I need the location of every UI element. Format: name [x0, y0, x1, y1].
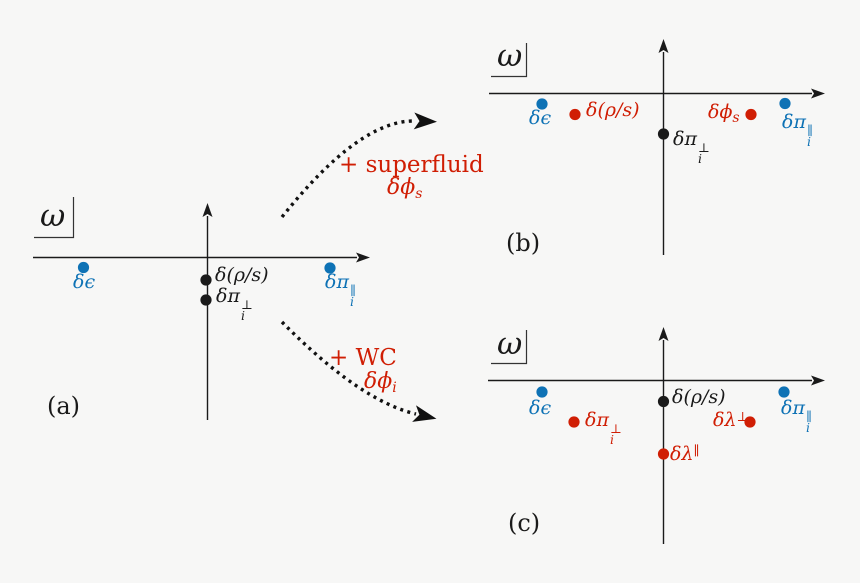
panel-tag-b: (b): [506, 229, 541, 257]
mode-label-a-pipar: δπ∥i: [325, 271, 356, 309]
superscript: ∥: [805, 409, 812, 424]
subscript: i: [240, 308, 245, 323]
mode-label-scripts: ∥i: [349, 283, 356, 309]
mode-label-text: δπ: [325, 271, 349, 293]
mode-label-a-eps: δϵ: [73, 273, 95, 292]
mode-label-text: δ(ρ/s): [215, 264, 269, 286]
mode-label-a-piperp: δπ⊥i: [216, 285, 253, 323]
superscript: ⊥: [609, 421, 622, 436]
mode-label-c-eps: δϵ: [529, 399, 551, 418]
mode-label-text: δπ: [781, 397, 805, 419]
subscript: i: [697, 151, 702, 166]
panel-tag-a: (a): [47, 392, 81, 420]
dot-c-rho: [657, 395, 670, 408]
mode-label-scripts: ⊥i: [697, 140, 710, 166]
dot-c-lampar: [657, 448, 670, 460]
omega-corner-c: [491, 330, 528, 365]
dot-b-eps: [536, 98, 548, 110]
wc-arrow-math: δϕi: [364, 369, 397, 396]
superfluid-arrow-math: δϕs: [387, 175, 423, 202]
dot-a-pipar: [324, 262, 336, 274]
mode-label-c-lamperp: δλ⊥: [713, 411, 749, 430]
mode-label-text: δϵ: [529, 397, 552, 419]
mode-label-text: δλ: [670, 443, 694, 465]
superfluid-arrow-label: + superfluid: [339, 152, 484, 178]
omega-label-b: ω: [497, 38, 523, 74]
dot-a-piperp: [200, 294, 212, 306]
mode-label-text: δλ: [713, 409, 737, 431]
subscript: i: [805, 420, 810, 435]
mode-label-text: δπ: [585, 409, 609, 431]
subscript: i: [349, 294, 354, 309]
mode-label-scripts: ∥i: [805, 409, 812, 435]
mode-label-c-pipar: δπ∥i: [781, 397, 812, 435]
dot-b-phis: [745, 108, 757, 121]
math-base: δϕ: [364, 369, 393, 394]
omega-corner-b: [491, 43, 528, 78]
superscript: ∥: [806, 123, 813, 138]
superscript: ⊥: [697, 140, 710, 155]
dot-b-pipar: [779, 97, 791, 110]
mode-label-b-pipar: δπ∥i: [782, 111, 813, 149]
superscript: ⊥: [736, 410, 749, 425]
mode-label-b-phis: δϕs: [708, 101, 740, 126]
mode-label-text: δπ: [216, 285, 240, 307]
dot-b-piperp: [657, 128, 670, 140]
mode-label-text: δπ: [673, 128, 697, 150]
mode-label-text: δϵ: [73, 271, 96, 293]
mode-label-c-piperp: δπ⊥i: [585, 409, 622, 447]
omega-corner-a: [34, 197, 75, 239]
mode-label-c-rho: δ(ρ/s): [672, 388, 726, 407]
superscript: ∥: [693, 444, 700, 459]
superscript: ⊥: [240, 297, 253, 312]
subscript: i: [806, 134, 811, 149]
dot-a-eps: [77, 261, 90, 274]
subscript: s: [415, 186, 423, 202]
omega-label-a: ω: [40, 198, 66, 234]
superscript: ∥: [349, 283, 356, 298]
mode-label-text: δ(ρ/s): [672, 386, 726, 408]
dot-c-eps: [536, 386, 548, 398]
dot-a-rho: [200, 274, 212, 286]
subscript: s: [732, 110, 740, 126]
mode-label-text: δπ: [782, 111, 806, 133]
dot-c-piperp: [568, 416, 580, 428]
mode-label-scripts: ⊥i: [609, 421, 622, 447]
mode-label-scripts: ∥i: [806, 123, 813, 149]
arrow-wc: [280, 320, 437, 422]
subscript: i: [609, 432, 614, 447]
arrow-superfluid: [280, 112, 437, 219]
mode-label-b-piperp: δπ⊥i: [673, 128, 710, 166]
math-base: δϕ: [387, 175, 416, 200]
mode-label-c-lampar: δλ∥: [670, 445, 700, 464]
mode-label-b-eps: δϵ: [529, 109, 551, 128]
dot-c-pipar: [778, 386, 790, 398]
dot-b-rho: [569, 108, 581, 121]
mode-label-a-rho: δ(ρ/s): [215, 266, 269, 285]
mode-label-text: δϵ: [529, 107, 552, 129]
mode-label-text: δ(ρ/s): [586, 99, 640, 121]
panel-tag-c: (c): [508, 509, 541, 537]
dot-c-lamperp: [744, 416, 756, 428]
mode-label-text: δϕ: [708, 101, 733, 123]
subscript: i: [392, 380, 397, 396]
mode-label-scripts: ⊥i: [240, 297, 253, 323]
mode-label-b-rho: δ(ρ/s): [586, 101, 640, 120]
omega-label-c: ω: [497, 326, 523, 362]
wc-arrow-label: + WC: [329, 345, 397, 371]
